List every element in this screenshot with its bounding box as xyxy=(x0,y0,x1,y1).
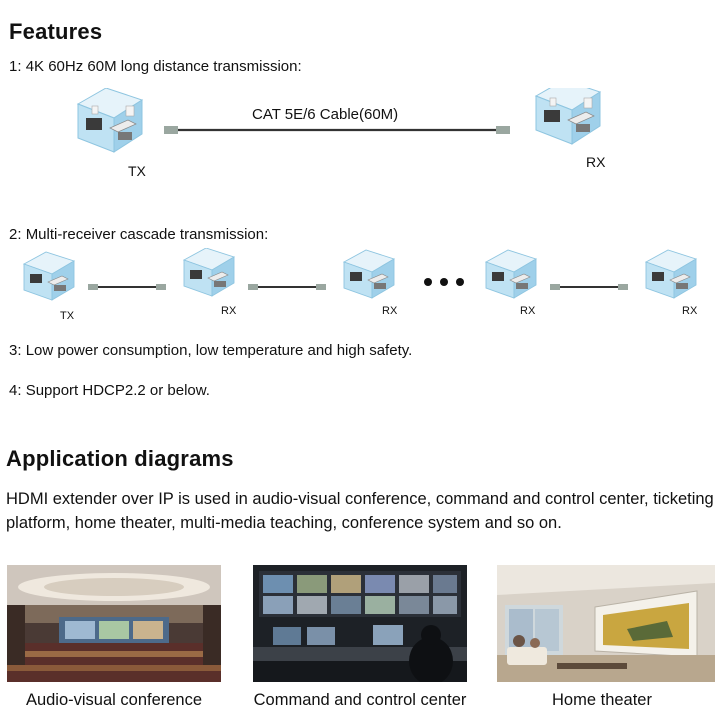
cascade-connector-icon xyxy=(88,284,98,290)
cascade-label-tx: TX xyxy=(60,310,75,322)
caption-home-theater: Home theater xyxy=(552,691,652,709)
cascade-label-rx: RX xyxy=(382,305,398,317)
caption-conference: Audio-visual conference xyxy=(25,691,203,709)
point-to-point-diagram-svg xyxy=(77,88,601,153)
cascade-label-rx: RX xyxy=(682,305,698,317)
feature-item-4-number: 4: xyxy=(9,382,22,399)
feature-item-2-number: 2: xyxy=(9,226,22,243)
cascade-connector-icon xyxy=(156,284,166,290)
cascade-label-rx: RX xyxy=(520,305,536,317)
rx-label: RX xyxy=(586,154,606,170)
applications-heading: Application diagrams xyxy=(6,446,234,471)
cascade-rx-room-icon xyxy=(485,249,537,299)
rx-connector-icon xyxy=(496,126,510,134)
rx-room-icon xyxy=(535,88,601,145)
control-center-photo xyxy=(253,565,467,682)
tx-connector-icon xyxy=(164,126,178,134)
conference-room-photo xyxy=(7,565,221,682)
cable-label: CAT 5E/6 Cable(60M) xyxy=(252,106,399,123)
tx-room-icon xyxy=(77,88,143,153)
feature-item-1: 1: 4K 60Hz 60M long distance transmissio… xyxy=(9,58,302,75)
cascade-rx-room-icon xyxy=(343,249,395,299)
ellipsis-dot xyxy=(456,278,464,286)
features-heading: Features xyxy=(9,19,103,44)
point-to-point-diagram xyxy=(70,88,670,183)
feature-item-4-text: Support HDCP2.2 or below. xyxy=(25,382,210,399)
feature-item-2-text: Multi-receiver cascade transmission: xyxy=(25,226,269,243)
feature-item-2: 2: Multi-receiver cascade transmission: xyxy=(9,226,268,243)
tx-label: TX xyxy=(128,163,146,179)
cascade-connector-icon xyxy=(618,284,628,290)
ellipsis-dot xyxy=(424,278,432,286)
home-theater-photo xyxy=(497,565,715,682)
cascade-connector-icon xyxy=(248,284,258,290)
feature-item-3-text: Low power consumption, low temperature a… xyxy=(25,342,413,359)
caption-control-center: Command and control center xyxy=(253,691,467,709)
feature-item-1-text: 4K 60Hz 60M long distance transmission: xyxy=(25,58,302,75)
feature-item-3: 3: Low power consumption, low temperatur… xyxy=(9,342,412,359)
feature-item-3-number: 3: xyxy=(9,342,22,359)
cascade-rx-room-icon xyxy=(183,248,235,297)
cascade-connector-icon xyxy=(550,284,560,290)
cascade-diagram-svg xyxy=(23,248,697,301)
ellipsis-dot xyxy=(440,278,448,286)
feature-item-1-number: 1: xyxy=(9,58,22,75)
applications-description: HDMI extender over IP is used in audio-v… xyxy=(6,490,714,532)
cascade-rx-room-icon xyxy=(645,249,697,299)
cascade-label-rx: RX xyxy=(221,305,237,317)
cascade-tx-room-icon xyxy=(23,251,75,301)
feature-item-4: 4: Support HDCP2.2 or below. xyxy=(9,382,210,399)
cascade-diagram xyxy=(14,248,714,308)
cascade-connector-icon xyxy=(316,284,326,290)
